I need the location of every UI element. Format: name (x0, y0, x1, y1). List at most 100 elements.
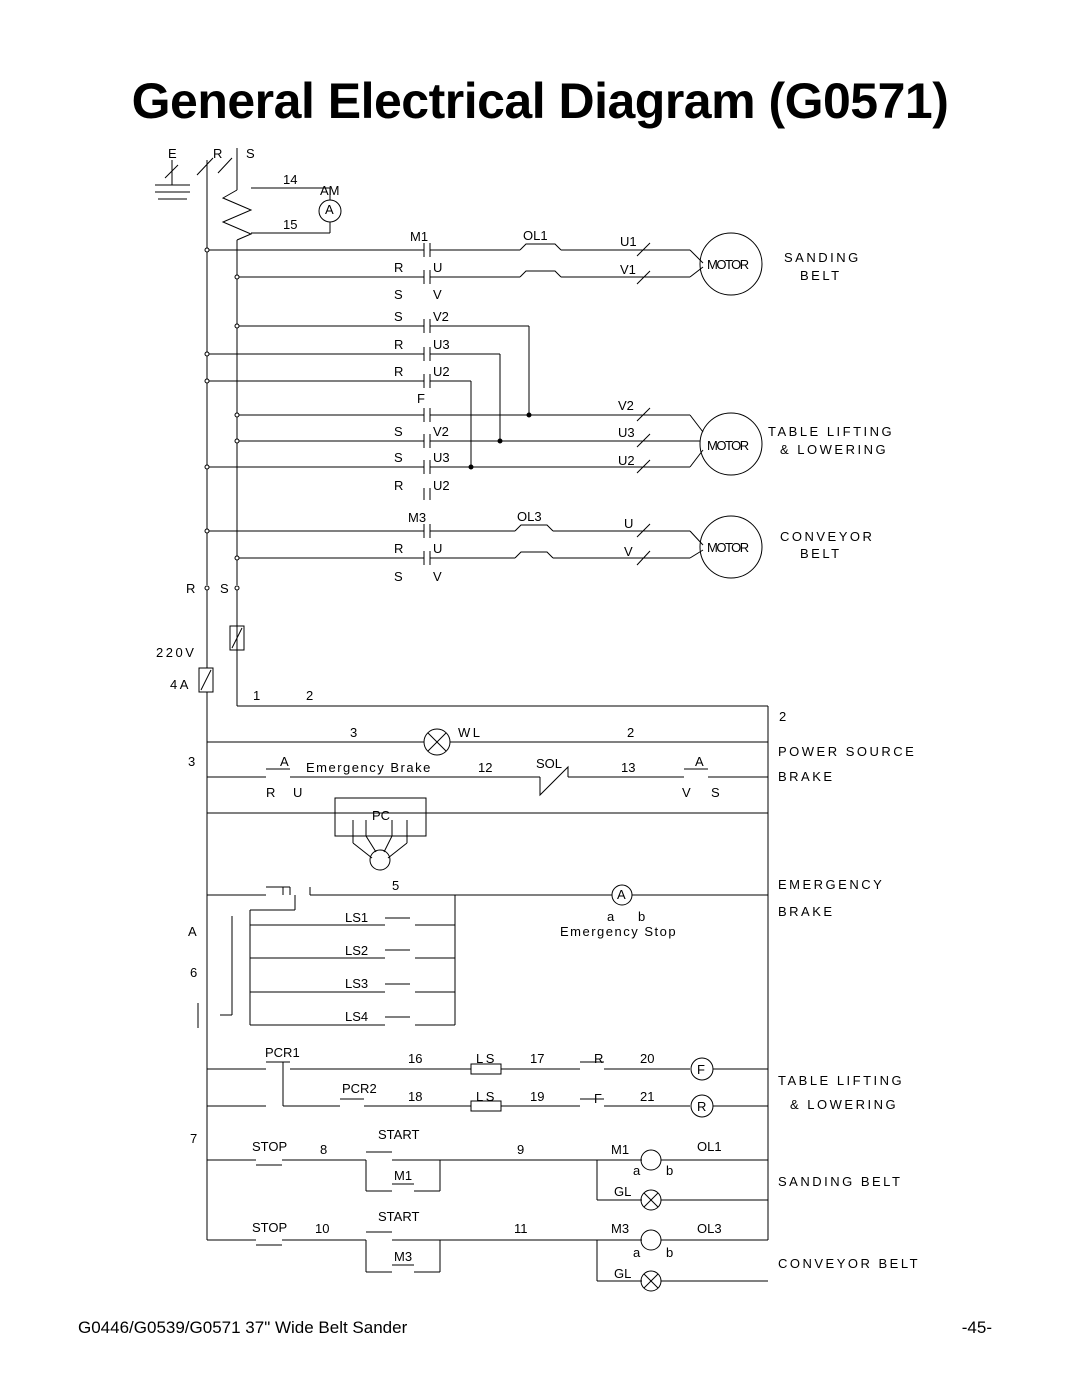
label-v1: V1 (620, 262, 636, 277)
label-pcr1: PCR1 (265, 1045, 300, 1060)
label-10: 10 (315, 1221, 329, 1236)
rung-table-lifting (207, 1057, 768, 1118)
label-r-rung: R (594, 1051, 603, 1066)
label-ol3-rung: OL3 (697, 1221, 722, 1236)
label-u-brake: U (293, 785, 302, 800)
label-17: 17 (530, 1051, 544, 1066)
label-lowering: & LOWERING (780, 442, 888, 457)
label-v5: V (433, 569, 442, 584)
label-u3c: U3 (618, 425, 635, 440)
label-v2b: V2 (433, 424, 449, 439)
label-s-top: S (246, 146, 255, 161)
label-s2: S (394, 309, 403, 324)
label-conveyor-belt: CONVEYOR BELT (778, 1256, 920, 1271)
label-ol1-rung: OL1 (697, 1139, 722, 1154)
label-ls-a: LS (476, 1051, 497, 1066)
label-stop-1: STOP (252, 1139, 287, 1154)
label-emergency-stop: Emergency Stop (560, 924, 677, 939)
label-conveyor: CONVEYOR (780, 529, 874, 544)
label-m1: M1 (410, 229, 428, 244)
label-belt-2: BELT (800, 546, 842, 561)
motor-sanding-label: MOTOR (707, 257, 749, 272)
label-20: 20 (640, 1051, 654, 1066)
label-21: 21 (640, 1089, 654, 1104)
label-ol3: OL3 (517, 509, 542, 524)
label-a-side: A (188, 924, 197, 939)
label-m3-rung: M3 (611, 1221, 629, 1236)
label-v2a: V2 (433, 309, 449, 324)
label-e: E (168, 146, 177, 161)
label-19: 19 (530, 1089, 544, 1104)
label-sanding: SANDING (784, 250, 861, 265)
label-12: 12 (478, 760, 492, 775)
label-m1-aux: M1 (394, 1168, 412, 1183)
label-a-small-3: a (633, 1245, 641, 1260)
label-r-top: R (213, 146, 222, 161)
label-7: 7 (190, 1131, 197, 1146)
label-v-brake: V (682, 785, 691, 800)
label-11: 11 (514, 1221, 528, 1236)
label-3b: 3 (188, 754, 195, 769)
label-a-small-1: a (607, 909, 615, 924)
label-b-small-3: b (666, 1245, 673, 1260)
ground-symbol (155, 160, 190, 200)
label-16: 16 (408, 1051, 422, 1066)
label-v2c: V2 (618, 398, 634, 413)
rung-brake (207, 765, 768, 797)
label-s1: S (394, 287, 403, 302)
label-13: 13 (621, 760, 635, 775)
label-s-brake: S (711, 785, 720, 800)
label-power-source: POWER SOURCE (778, 744, 916, 759)
sanding-belt-power-circuit (207, 232, 763, 296)
label-pc: PC (372, 808, 390, 823)
label-table-lifting: TABLE LIFTING (768, 424, 894, 439)
rung-emergency-brake (197, 884, 768, 1028)
label-9: 9 (517, 1142, 524, 1157)
label-r-circle: R (697, 1099, 706, 1114)
label-14: 14 (283, 172, 297, 187)
label-u1: U1 (620, 234, 637, 249)
label-m3: M3 (408, 510, 426, 525)
label-emergency: EMERGENCY (778, 877, 884, 892)
label-gl-2: GL (614, 1266, 631, 1281)
label-r-bus: R (186, 581, 195, 596)
page-title: General Electrical Diagram (G0571) (131, 73, 949, 129)
label-wl: WL (458, 725, 483, 740)
footer-page-number: -45- (961, 1318, 992, 1337)
label-m3-aux: M3 (394, 1249, 412, 1264)
label-f-circle: F (697, 1062, 705, 1077)
label-u3b: U3 (433, 450, 450, 465)
label-start-1: START (378, 1127, 419, 1142)
label-r5: R (394, 541, 403, 556)
label-u1b: U (433, 260, 442, 275)
label-v1b: V (433, 287, 442, 302)
label-sanding-belt: SANDING BELT (778, 1174, 902, 1189)
label-2a: 2 (306, 688, 313, 703)
label-ls-b: LS (476, 1089, 497, 1104)
label-2c: 2 (627, 725, 634, 740)
label-brake-2: BRAKE (778, 904, 835, 919)
label-b-small-1: b (638, 909, 645, 924)
label-brake-1: BRAKE (778, 769, 835, 784)
label-m1-rung: M1 (611, 1142, 629, 1157)
label-3a: 3 (350, 725, 357, 740)
label-lowering-2: & LOWERING (790, 1097, 898, 1112)
label-s3: S (394, 424, 403, 439)
label-220v: 220V (156, 645, 196, 660)
label-4a: 4A (170, 677, 191, 692)
rung-work-light (207, 728, 768, 756)
label-s4: S (394, 450, 403, 465)
label-emergency-brake: Emergency Brake (306, 760, 432, 775)
current-transformer (221, 187, 342, 241)
rung-sanding-belt (207, 1149, 768, 1211)
label-2b: 2 (779, 709, 786, 724)
motor-conveyor-label: MOTOR (707, 540, 749, 555)
label-r4: R (394, 478, 403, 493)
label-a-emergency: A (617, 887, 626, 902)
label-b-small-2: b (666, 1163, 673, 1178)
label-r1: R (394, 260, 403, 275)
label-sol: SOL (536, 756, 562, 771)
label-u2b: U2 (433, 478, 450, 493)
label-8: 8 (320, 1142, 327, 1157)
